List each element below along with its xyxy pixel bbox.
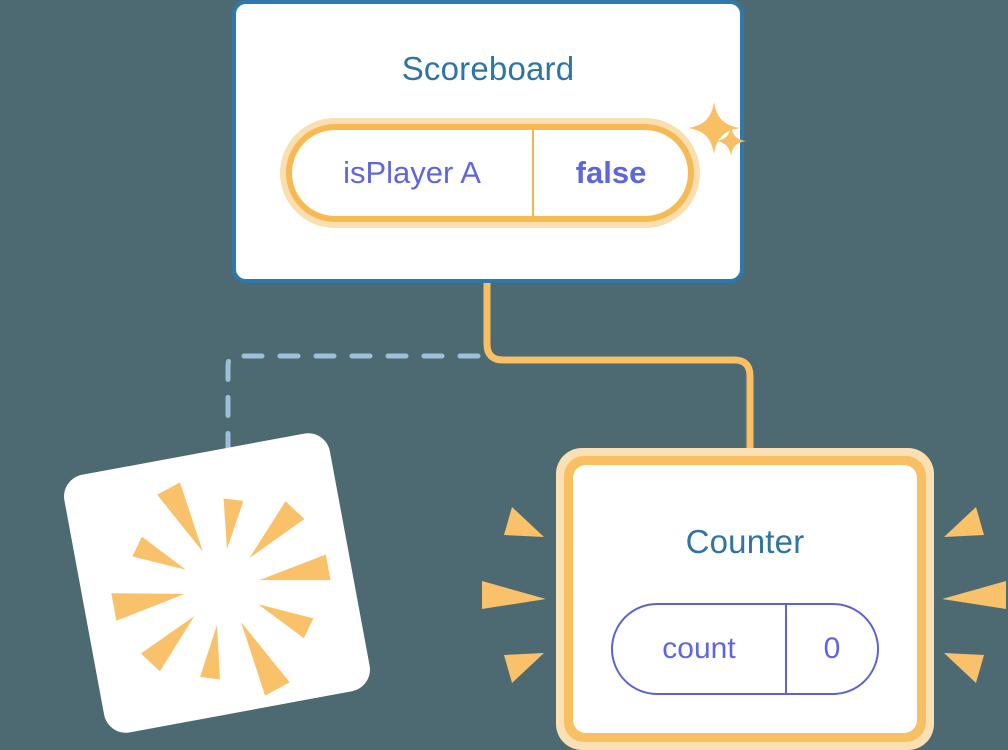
- counter-burst-left-icon: [482, 507, 546, 683]
- counter-state-pill[interactable]: count 0: [611, 603, 879, 695]
- connector-scoreboard-to-counter: [483, 283, 754, 462]
- sparkle-small-icon: [716, 126, 746, 156]
- scoreboard-title: Scoreboard: [401, 50, 575, 87]
- counter-state-value: 0: [785, 605, 877, 693]
- scoreboard-state-pill[interactable]: isPlayer A false: [280, 118, 700, 228]
- scoreboard-state-value: false: [532, 130, 688, 216]
- sparkle-large-icon: [688, 102, 740, 154]
- node-removed-card[interactable]: [60, 429, 374, 737]
- scoreboard-state-key: isPlayer A: [343, 155, 481, 190]
- node-counter[interactable]: Counter count 0: [556, 448, 934, 750]
- counter-card-border: Counter count 0: [564, 456, 926, 742]
- scoreboard-pill-inner: isPlayer A false: [292, 130, 688, 216]
- node-scoreboard[interactable]: Scoreboard isPlayer A false: [232, 0, 746, 283]
- counter-card-body: Counter count 0: [573, 465, 917, 733]
- counter-title: Counter: [685, 523, 805, 560]
- counter-state-key: count: [662, 632, 736, 665]
- scoreboard-pill-border: isPlayer A false: [286, 124, 694, 222]
- counter-burst-right-icon: [942, 507, 1006, 683]
